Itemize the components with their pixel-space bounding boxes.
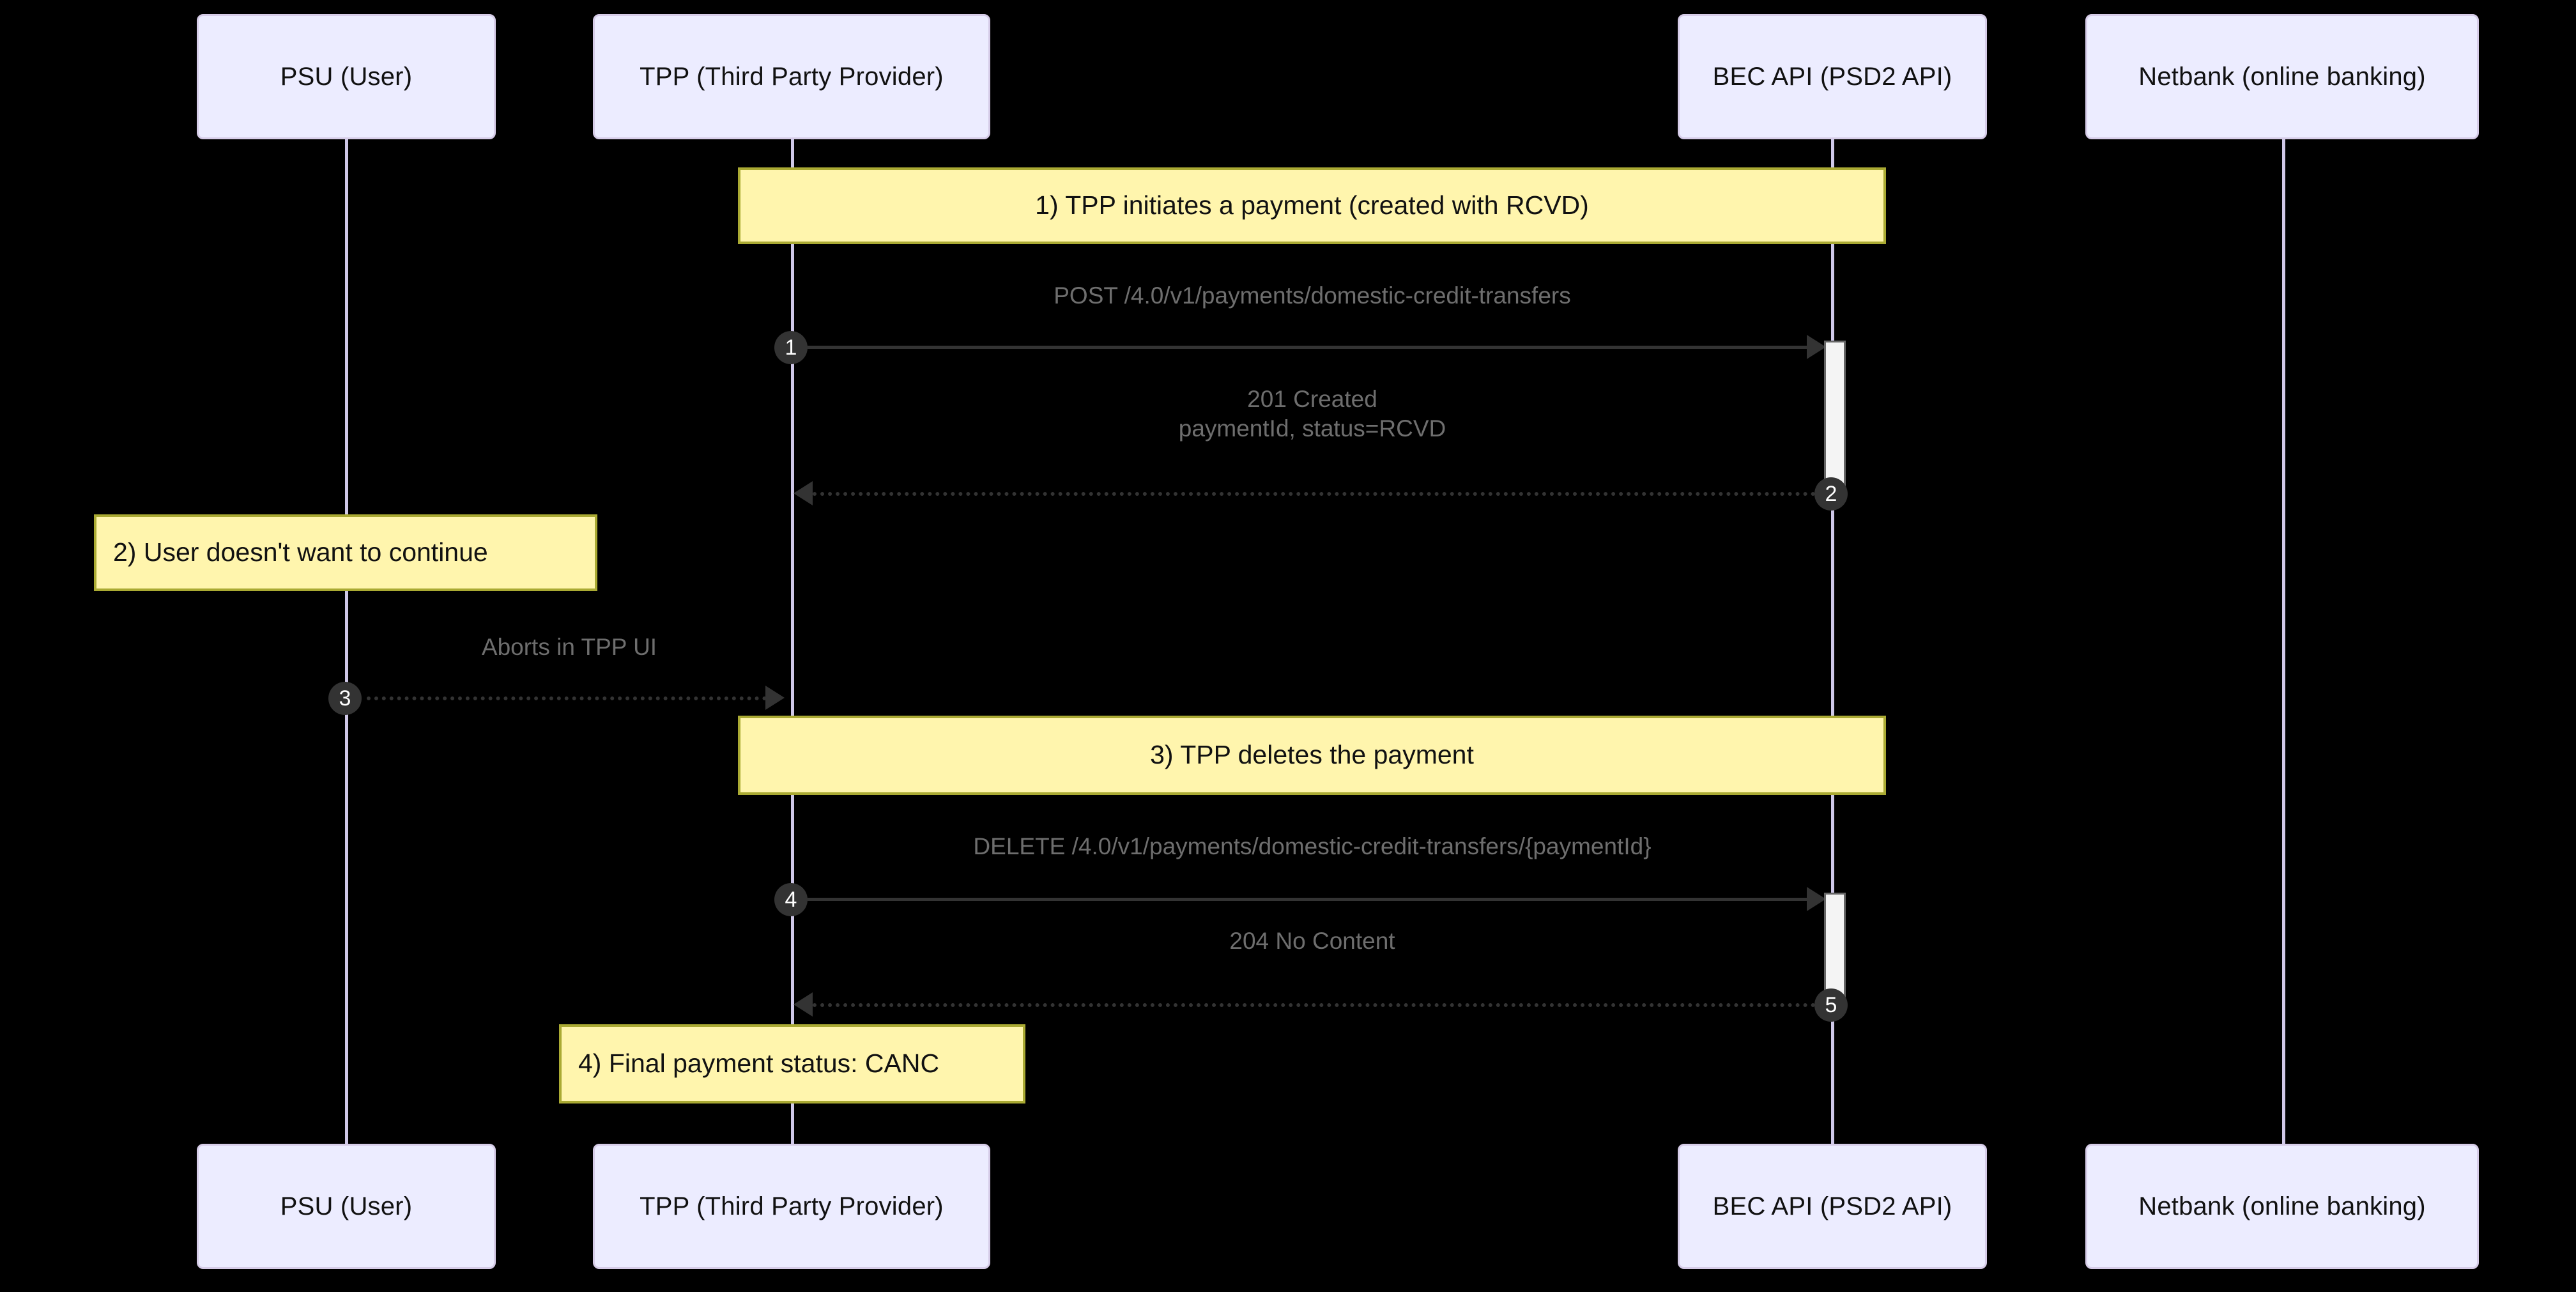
- message-5-seq-badge: 5: [1814, 988, 1848, 1022]
- message-3-line: [367, 696, 767, 700]
- actor-bec-top[interactable]: BEC API (PSD2 API): [1678, 14, 1987, 139]
- note-step-4-text: 4) Final payment status: CANC: [578, 1049, 940, 1079]
- message-2-label: 201 Created paymentId, status=RCVD: [792, 385, 1832, 444]
- message-5-line: [813, 1003, 1831, 1007]
- actor-bec-bottom-label: BEC API (PSD2 API): [1712, 1192, 1952, 1220]
- actor-netbank-top-label: Netbank (online banking): [2138, 63, 2426, 91]
- message-3-seq-badge: 3: [328, 682, 362, 715]
- note-step-2-text: 2) User doesn't want to continue: [113, 537, 488, 567]
- message-1-label: POST /4.0/v1/payments/domestic-credit-tr…: [1054, 282, 1571, 309]
- actor-psu-bottom[interactable]: PSU (User): [197, 1144, 496, 1269]
- note-step-3-text: 3) TPP deletes the payment: [1150, 740, 1474, 770]
- note-step-1-text: 1) TPP initiates a payment (created with…: [1035, 190, 1589, 220]
- actor-tpp-bottom[interactable]: TPP (Third Party Provider): [593, 1144, 990, 1269]
- actor-tpp-top-label: TPP (Third Party Provider): [640, 63, 944, 91]
- message-2-label-line1: 201 Created: [1247, 386, 1377, 412]
- message-5-label: 204 No Content: [1229, 928, 1395, 954]
- message-2-label-line2: paymentId, status=RCVD: [1178, 415, 1446, 442]
- message-3-arrowhead-icon: [765, 686, 785, 710]
- note-step-2: 2) User doesn't want to continue: [94, 514, 597, 591]
- message-4-label: DELETE /4.0/v1/payments/domestic-credit-…: [973, 833, 1652, 859]
- actor-tpp-top[interactable]: TPP (Third Party Provider): [593, 14, 990, 139]
- lifeline-netbank: [2282, 64, 2285, 1144]
- message-1-arrowhead-icon: [1807, 335, 1826, 359]
- lifeline-psu: [345, 64, 348, 1144]
- message-4-arrowhead-icon: [1807, 887, 1826, 911]
- note-step-4: 4) Final payment status: CANC: [559, 1024, 1025, 1104]
- message-4-seq-badge: 4: [774, 883, 808, 916]
- actor-netbank-bottom-label: Netbank (online banking): [2138, 1192, 2426, 1220]
- actor-bec-bottom[interactable]: BEC API (PSD2 API): [1678, 1144, 1987, 1269]
- actor-netbank-top[interactable]: Netbank (online banking): [2085, 14, 2479, 139]
- note-step-1: 1) TPP initiates a payment (created with…: [738, 167, 1886, 244]
- actor-psu-top-label: PSU (User): [280, 63, 413, 91]
- message-2-arrowhead-icon: [793, 481, 813, 505]
- message-2-line: [813, 492, 1831, 496]
- actor-bec-top-label: BEC API (PSD2 API): [1712, 63, 1952, 91]
- actor-psu-top[interactable]: PSU (User): [197, 14, 496, 139]
- actor-netbank-bottom[interactable]: Netbank (online banking): [2085, 1144, 2479, 1269]
- message-1-line: [792, 346, 1808, 349]
- lifeline-bec: [1831, 64, 1834, 1144]
- actor-tpp-bottom-label: TPP (Third Party Provider): [640, 1192, 944, 1220]
- message-1-seq-badge: 1: [774, 331, 808, 364]
- message-4-line: [792, 898, 1808, 901]
- message-2-seq-badge: 2: [1814, 477, 1848, 511]
- actor-psu-bottom-label: PSU (User): [280, 1192, 413, 1220]
- message-5-arrowhead-icon: [793, 992, 813, 1017]
- note-step-3: 3) TPP deletes the payment: [738, 716, 1886, 795]
- message-3-label: Aborts in TPP UI: [481, 634, 657, 660]
- lifeline-tpp: [791, 64, 794, 1144]
